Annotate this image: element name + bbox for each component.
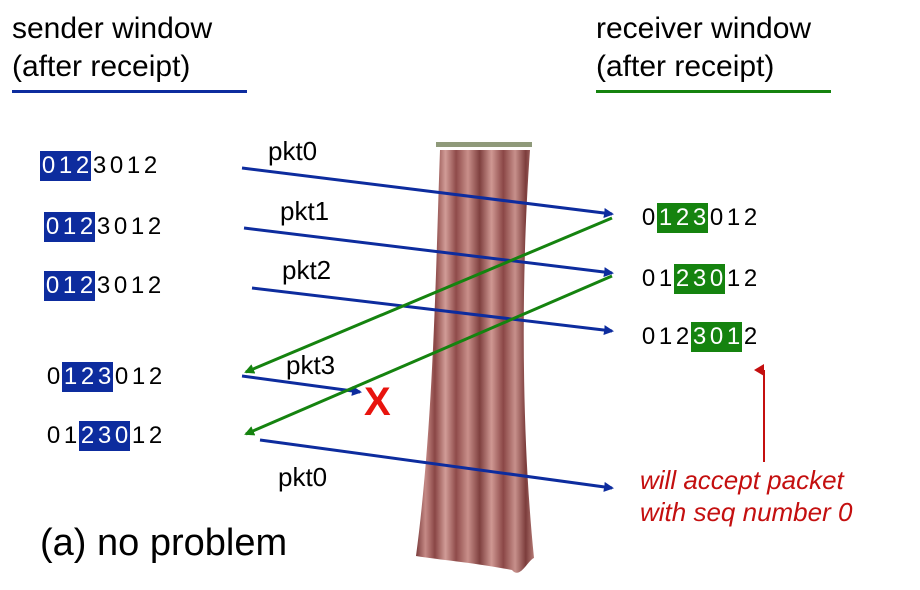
seq-number: 0 xyxy=(46,363,61,390)
annotation-line: will accept packet xyxy=(640,465,844,495)
seq-number: 3 xyxy=(96,272,111,299)
pkt0-arrow xyxy=(241,166,614,218)
seq-number: 2 xyxy=(148,422,163,449)
seq-number: 2 xyxy=(79,362,96,392)
seq-number: 0 xyxy=(113,421,130,451)
seq-number: 0 xyxy=(113,213,128,240)
seq-number: 2 xyxy=(78,271,95,301)
seq-number: 2 xyxy=(147,272,162,299)
sender-window-subtitle: (after receipt) xyxy=(12,50,191,83)
annotation-line: with seq number 0 xyxy=(640,497,853,527)
seq-number: 0 xyxy=(44,212,61,242)
seq-number: 1 xyxy=(130,213,145,240)
pkt2-arrow xyxy=(251,286,614,336)
receiver-header-underline xyxy=(596,90,831,93)
seq-number: 3 xyxy=(691,264,708,294)
seq-number: 0 xyxy=(708,264,725,294)
seq-number: 0 xyxy=(109,152,124,179)
seq-number: 0 xyxy=(44,271,61,301)
seq-number: 2 xyxy=(147,213,162,240)
seq-number: 1 xyxy=(61,271,78,301)
receiver-window-subtitle: (after receipt) xyxy=(596,50,775,83)
seq-number: 3 xyxy=(691,322,708,352)
seq-number: 0 xyxy=(709,204,724,231)
seq-number: 2 xyxy=(78,212,95,242)
packet-label: pkt0 xyxy=(268,136,318,166)
seq-number: 1 xyxy=(657,203,674,233)
seq-number: 1 xyxy=(131,422,146,449)
diagram-caption: (a) no problem xyxy=(40,522,288,564)
seq-number: 1 xyxy=(62,362,79,392)
receiver-window-title: receiver window xyxy=(596,12,812,45)
packet-label: pkt3 xyxy=(286,350,336,380)
seq-number: 0 xyxy=(708,322,725,352)
seq-number: 3 xyxy=(96,213,111,240)
seq-number: 3 xyxy=(96,421,113,451)
seq-number: 0 xyxy=(114,363,129,390)
curtain-icon xyxy=(416,142,534,573)
seq-number: 0 xyxy=(641,323,656,350)
seq-number: 0 xyxy=(46,422,61,449)
seq-number: 1 xyxy=(131,363,146,390)
packet-label: pkt0 xyxy=(278,462,328,492)
pkt1-arrow xyxy=(243,226,614,277)
seq-number: 2 xyxy=(743,204,758,231)
seq-number: 2 xyxy=(143,152,158,179)
seq-number: 2 xyxy=(74,151,91,181)
ack-arrow-2 xyxy=(244,274,613,436)
sender-window-title: sender window xyxy=(12,12,213,45)
seq-number: 1 xyxy=(57,151,74,181)
seq-number: 1 xyxy=(725,322,742,352)
sender-header-underline xyxy=(12,90,247,93)
seq-number: 1 xyxy=(726,265,741,292)
seq-number: 2 xyxy=(674,203,691,233)
seq-number: 1 xyxy=(726,204,741,231)
seq-number: 2 xyxy=(148,363,163,390)
ack-arrow-1 xyxy=(244,216,613,374)
seq-number: 3 xyxy=(92,152,107,179)
seq-number: 2 xyxy=(675,323,690,350)
seq-number: 2 xyxy=(674,264,691,294)
seq-number: 0 xyxy=(40,151,57,181)
packet-loss-mark: X xyxy=(364,380,391,424)
seq-number: 1 xyxy=(658,323,673,350)
seq-number: 1 xyxy=(126,152,141,179)
pkt0-retx-arrow xyxy=(259,438,614,492)
seq-number: 2 xyxy=(743,323,758,350)
seq-number: 3 xyxy=(691,203,708,233)
seq-number: 1 xyxy=(63,422,78,449)
seq-number: 0 xyxy=(641,204,656,231)
seq-number: 3 xyxy=(96,362,113,392)
seq-number: 0 xyxy=(113,272,128,299)
seq-number: 1 xyxy=(130,272,145,299)
seq-number: 2 xyxy=(743,265,758,292)
annotation-note: will accept packet with seq number 0 xyxy=(640,464,852,528)
seq-number: 1 xyxy=(658,265,673,292)
packet-label: pkt1 xyxy=(280,196,330,226)
packet-label: pkt2 xyxy=(282,255,332,285)
seq-number: 0 xyxy=(641,265,656,292)
seq-number: 1 xyxy=(61,212,78,242)
seq-number: 2 xyxy=(79,421,96,451)
pkt3-arrow-lost xyxy=(241,374,362,396)
